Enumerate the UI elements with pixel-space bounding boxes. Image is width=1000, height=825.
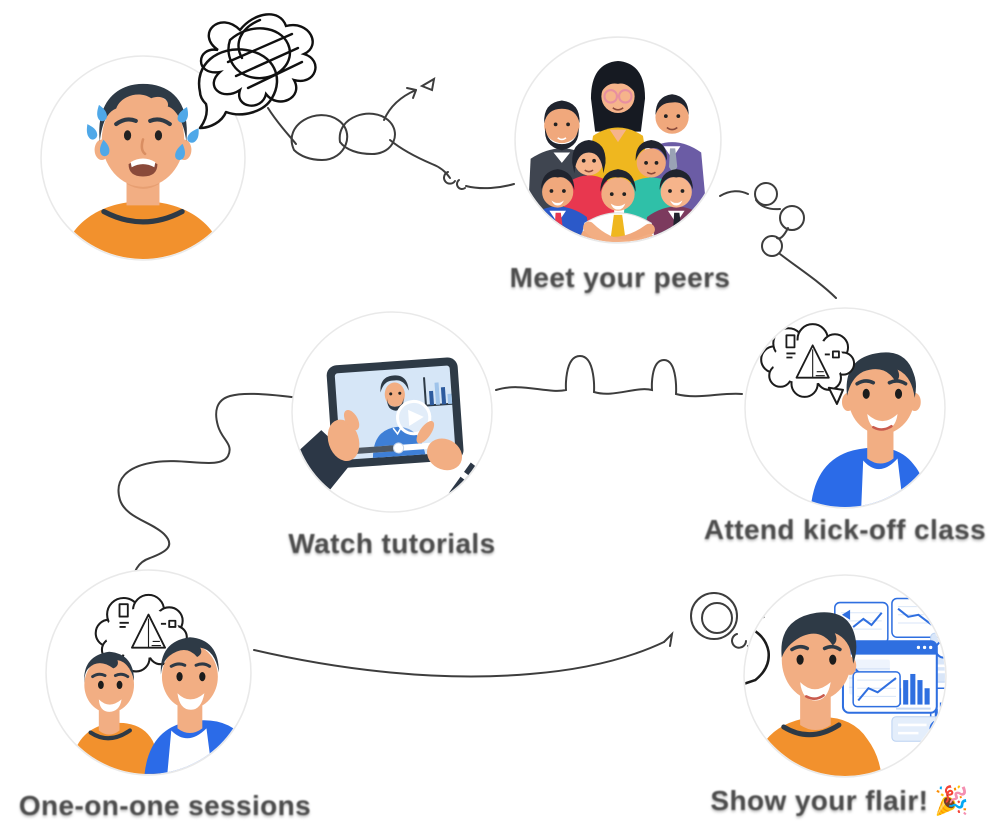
step-label-attend-kick-off-class: Attend kick-off class xyxy=(695,514,995,546)
crying-stressed-man-illustration xyxy=(40,55,246,261)
step-circle-watch-tutorials xyxy=(291,311,493,513)
step-label-watch-tutorials: Watch tutorials xyxy=(242,528,542,560)
man-with-idea-bubble-illustration xyxy=(744,307,946,509)
connector-sessions-to-flair xyxy=(253,592,758,678)
connector-tutorials-to-sessions xyxy=(117,392,301,587)
connector-peers-to-kickoff xyxy=(719,182,837,299)
step-label-meet-your-peers: Meet your peers xyxy=(470,262,770,294)
speech-bubble-scribble xyxy=(197,13,317,130)
geometry-sketch-icon xyxy=(118,603,177,649)
two-people-discussing-illustration xyxy=(45,569,252,776)
hands-holding-tablet-illustration xyxy=(291,311,493,513)
group-of-people-illustration xyxy=(514,36,722,244)
label-text: One-on-one sessions xyxy=(18,790,312,821)
step-circle-frustrated-start xyxy=(40,55,246,261)
connector-kickoff-to-tutorials xyxy=(495,354,743,398)
step-label-show-your-flair: Show your flair!🎉 xyxy=(690,784,990,817)
thought-bubble xyxy=(760,323,856,405)
label-text: Watch tutorials xyxy=(288,528,496,559)
step-label-one-on-one-sessions: One-on-one sessions xyxy=(0,790,330,822)
label-text: Attend kick-off class xyxy=(703,514,987,545)
party-popper-emoji: 🎉 xyxy=(934,785,970,816)
label-text: Show your flair! xyxy=(710,785,929,816)
geometry-sketch-icon xyxy=(785,334,840,379)
step-circle-meet-your-peers xyxy=(514,36,722,244)
connector-start-to-peers xyxy=(267,77,515,190)
speech-bubble xyxy=(197,48,279,130)
play-button-icon xyxy=(395,399,432,436)
tear-drops xyxy=(86,104,199,160)
step-circle-one-on-one-sessions xyxy=(45,569,252,776)
label-text: Meet your peers xyxy=(509,262,731,293)
step-circle-show-your-flair xyxy=(743,574,947,778)
step-circle-attend-kick-off-class xyxy=(744,307,946,509)
scribble-icon xyxy=(200,13,317,107)
man-presenting-dashboards-illustration xyxy=(743,574,947,778)
